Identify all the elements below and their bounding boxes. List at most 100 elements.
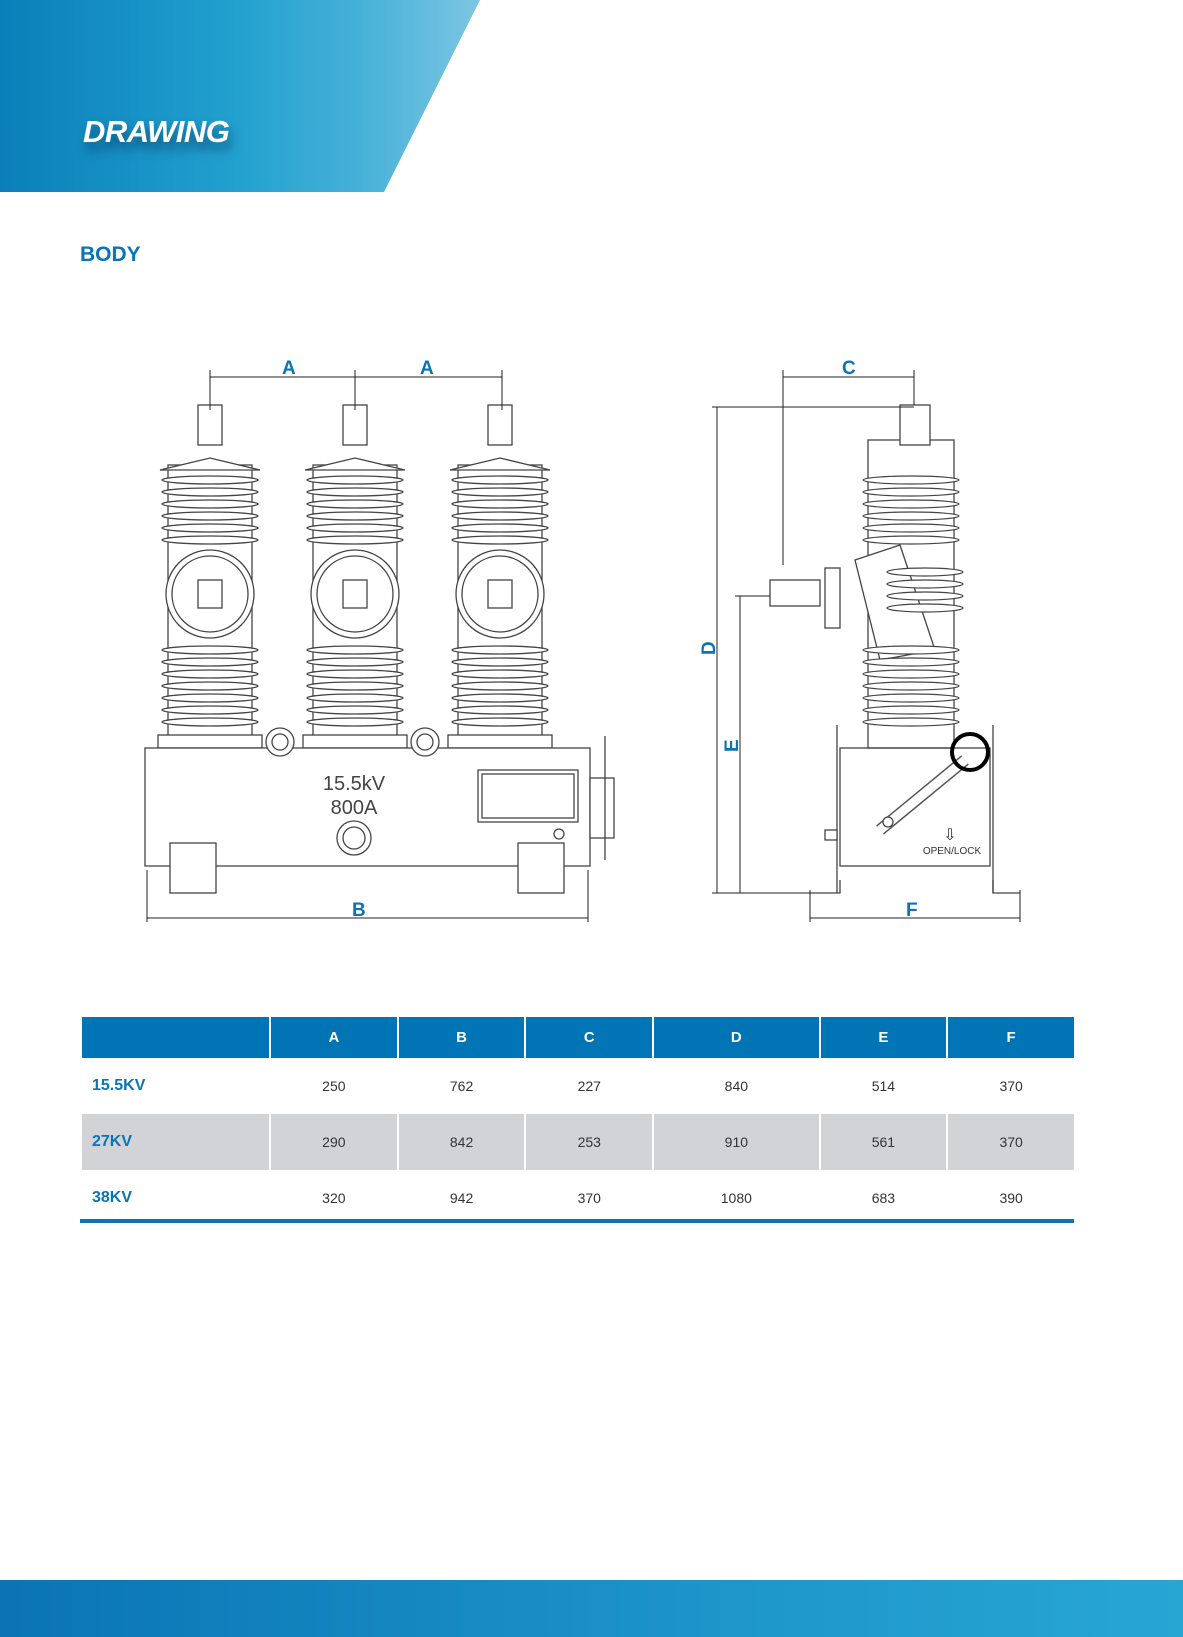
insulator-shed [161, 475, 259, 485]
insulator-shed [161, 657, 259, 667]
insulator-shed [862, 523, 960, 533]
insulator-shed [862, 717, 960, 727]
insulator-shed [451, 669, 549, 679]
table-cell: 840 [724, 1078, 749, 1094]
insulator-shed [306, 717, 404, 727]
insulator-shed [451, 657, 549, 667]
table-cell: 842 [398, 1114, 525, 1170]
insulator-shed [161, 681, 259, 691]
column-header: B [398, 1017, 525, 1058]
dimension-label-d: D [699, 641, 720, 655]
table-cell: 290 [271, 1114, 397, 1170]
insulator-shed [161, 511, 259, 521]
insulator-shed [862, 645, 960, 655]
terminal-clamp [197, 404, 223, 446]
section-title: BODY [80, 243, 141, 266]
insulator-shed [306, 693, 404, 703]
table-cell: 762 [449, 1078, 474, 1094]
insulator-shed [161, 523, 259, 533]
insulator-pole [447, 404, 553, 749]
insulator-shed [451, 535, 549, 545]
side-insulator-sheds [862, 475, 964, 727]
insulator-shed [161, 645, 259, 655]
side-view [769, 404, 1020, 894]
insulator-shed [306, 499, 404, 509]
front-base [144, 727, 615, 894]
insulator-shed [862, 475, 960, 485]
table-row: 38KV 320 942 370 1080 683 390 [82, 1170, 1074, 1226]
column-header: C [526, 1017, 653, 1058]
row-label: 27KV [82, 1114, 269, 1170]
column-header: D [654, 1017, 819, 1058]
insulator-shed [306, 657, 404, 667]
insulator-shed [306, 511, 404, 521]
technical-drawing: A A B 15.5kV 800A [144, 358, 1021, 922]
insulator-shed [306, 645, 404, 655]
insulator-shed [306, 475, 404, 485]
interrupter-contact [342, 579, 368, 609]
insulator-shed [451, 499, 549, 509]
open-lock-label: OPEN/LOCK [923, 846, 982, 857]
table-cell: 253 [526, 1114, 653, 1170]
column-header: E [820, 1017, 947, 1058]
table-row: 27KV 290 842 253 910 561 370 [82, 1114, 1074, 1170]
insulator-shed [161, 693, 259, 703]
insulator-shed [862, 705, 960, 715]
front-dimensions [146, 370, 589, 922]
insulator-shed [862, 693, 960, 703]
row-label: 15.5KV [92, 1077, 146, 1094]
table-cell: 250 [322, 1078, 346, 1094]
insulator-shed [862, 681, 960, 691]
dimension-label-b: B [352, 900, 366, 921]
insulator-base [302, 734, 408, 749]
interrupter-contact [197, 579, 223, 609]
footer-band [0, 1580, 1183, 1637]
insulator-shed [451, 511, 549, 521]
insulator-cap [159, 457, 261, 471]
dimension-label-a: A [282, 358, 296, 379]
nameplate-voltage: 15.5kV [323, 773, 386, 795]
insulator-shed [306, 705, 404, 715]
row-label: 38KV [92, 1189, 133, 1206]
insulator-cap [304, 457, 406, 471]
insulator-shed [886, 567, 964, 577]
column-header [82, 1017, 269, 1058]
insulator-shed [161, 669, 259, 679]
header-banner [0, 0, 480, 192]
table-cell: 561 [820, 1114, 947, 1170]
dimension-label-f: F [906, 900, 918, 921]
table-cell: 370 [577, 1190, 601, 1206]
insulator-shed [862, 535, 960, 545]
table-cell: 370 [999, 1078, 1023, 1094]
insulator-shed [451, 705, 549, 715]
dimension-label-e: E [722, 739, 743, 752]
side-dimensions [712, 370, 1021, 922]
dimension-label-c: C [842, 358, 856, 379]
arrow-down-icon: ⇩ [943, 827, 956, 844]
insulator-shed [306, 669, 404, 679]
insulator-shed [161, 487, 259, 497]
insulator-shed [451, 681, 549, 691]
table-cell: 514 [871, 1078, 896, 1094]
interrupter-contact [487, 579, 513, 609]
insulator-shed [451, 523, 549, 533]
insulator-shed [306, 681, 404, 691]
insulator-shed [451, 645, 549, 655]
insulator-shed [886, 579, 964, 589]
table-cell: 320 [322, 1190, 346, 1206]
column-header: F [948, 1017, 1074, 1058]
insulator-shed [161, 535, 259, 545]
table-cell: 390 [999, 1190, 1023, 1206]
table-cell: 683 [871, 1190, 896, 1206]
insulator-pole [302, 404, 408, 749]
insulator-shed [862, 657, 960, 667]
insulator-shed [306, 535, 404, 545]
nameplate-current: 800A [331, 797, 378, 819]
insulator-shed [306, 487, 404, 497]
table-cell: 370 [948, 1114, 1074, 1170]
insulator-shed [886, 591, 964, 601]
page-title: DRAWING [83, 114, 230, 149]
dimension-label-a: A [420, 358, 434, 379]
insulator-shed [886, 603, 964, 613]
insulator-shed [862, 669, 960, 679]
